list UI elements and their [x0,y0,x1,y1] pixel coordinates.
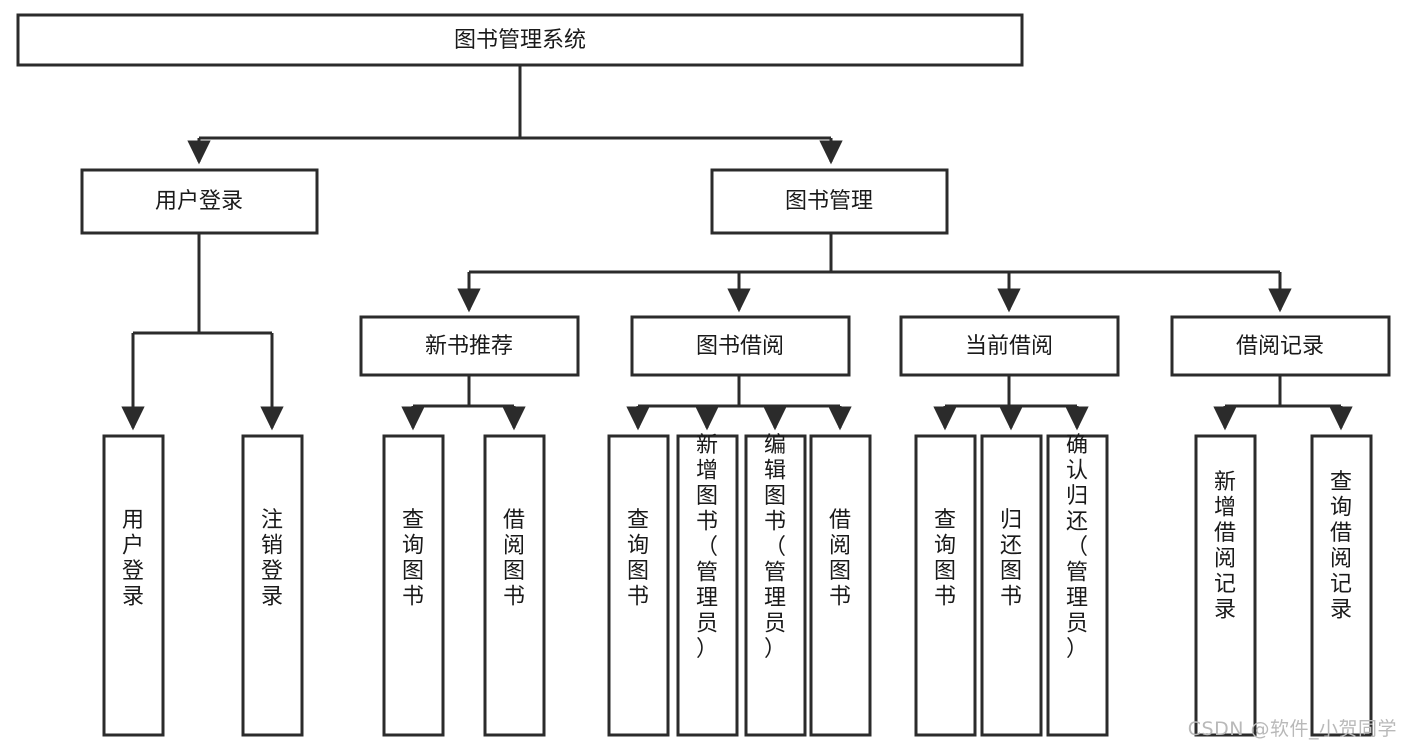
node-leaf-query-book-3-box[interactable] [914,434,977,737]
node-book-manage[interactable]: 图书管理 [710,168,949,235]
node-leaf-borrow-book-1-box[interactable] [483,434,546,737]
node-user-login-box[interactable] [80,168,319,235]
node-book-borrow-label: 图书借阅 [696,334,784,359]
node-leaf-user-login-box[interactable] [102,434,165,737]
node-leaf-user-login-label: 用户登录 [122,508,144,610]
edge-group-current-borrow-to-leaves [933,375,1089,431]
node-book-manage-label: 图书管理 [785,189,873,214]
node-current-borrow-label: 当前借阅 [965,334,1053,359]
node-leaf-query-record-box[interactable] [1310,434,1373,737]
node-leaf-query-book-3-label: 查询图书 [934,508,956,610]
node-leaf-logout-label: 注销登录 [261,508,283,610]
node-leaf-confirm-return-box[interactable] [1046,434,1109,737]
node-leaf-borrow-book-2-box[interactable] [809,434,872,737]
node-user-login-label: 用户登录 [155,189,243,214]
node-leaf-edit-book[interactable]: 编辑图书（管理员） [744,433,807,737]
node-user-login[interactable]: 用户登录 [80,168,319,235]
node-new-book-rec-box[interactable] [359,315,580,377]
node-leaf-query-book-2-label: 查询图书 [627,508,649,610]
node-root-box[interactable] [16,13,1024,67]
edge-group-root-to-level2 [187,65,843,165]
node-leaf-borrow-book-1[interactable]: 借阅图书 [483,434,546,737]
node-leaf-borrow-book-1-label: 借阅图书 [503,508,525,610]
edge-group-user-login-to-leaves [121,233,284,431]
node-leaf-edit-book-label: 编辑图书（管理员） [764,433,786,662]
node-current-borrow-box[interactable] [899,315,1120,377]
node-leaf-query-record[interactable]: 查询借阅记录 [1310,434,1373,737]
node-leaf-query-book-2-box[interactable] [607,434,670,737]
node-leaf-query-record-label: 查询借阅记录 [1330,470,1352,623]
node-leaf-add-book-label: 新增图书（管理员） [696,433,718,662]
node-book-manage-box[interactable] [710,168,949,235]
csdn-watermark: CSDN @软件_小贺同学 [1187,718,1397,740]
node-root-label: 图书管理系统 [454,28,586,53]
node-leaf-return-book-box[interactable] [980,434,1043,737]
node-leaf-query-book-2[interactable]: 查询图书 [607,434,670,737]
edge-group-book-borrow-to-leaves [626,375,852,431]
node-book-borrow[interactable]: 图书借阅 [630,315,851,377]
node-leaf-add-record-label: 新增借阅记录 [1214,470,1236,623]
node-leaf-return-book-label: 归还图书 [1000,508,1022,610]
node-borrow-record-box[interactable] [1170,315,1391,377]
node-leaf-borrow-book-2[interactable]: 借阅图书 [809,434,872,737]
node-root[interactable]: 图书管理系统 [16,13,1024,67]
node-leaf-add-book[interactable]: 新增图书（管理员） [676,433,739,737]
node-borrow-record-label: 借阅记录 [1236,334,1324,359]
node-leaf-add-record-box[interactable] [1194,434,1257,737]
node-book-borrow-box[interactable] [630,315,851,377]
node-current-borrow[interactable]: 当前借阅 [899,315,1120,377]
node-leaf-query-book-1-label: 查询图书 [402,508,424,610]
node-leaf-user-login[interactable]: 用户登录 [102,434,165,737]
node-leaf-borrow-book-2-label: 借阅图书 [829,508,851,610]
node-leaf-add-book-box[interactable] [676,434,739,737]
node-leaf-add-record[interactable]: 新增借阅记录 [1194,434,1257,737]
edge-group-borrow-record-to-leaves [1213,375,1353,431]
node-borrow-record[interactable]: 借阅记录 [1170,315,1391,377]
node-leaf-logout-box[interactable] [241,434,304,737]
node-leaf-confirm-return[interactable]: 确认归还（管理员） [1046,433,1109,737]
node-leaf-confirm-return-label: 确认归还（管理员） [1066,433,1088,662]
node-leaf-query-book-1[interactable]: 查询图书 [382,434,445,737]
node-leaf-query-book-3[interactable]: 查询图书 [914,434,977,737]
node-new-book-rec[interactable]: 新书推荐 [359,315,580,377]
edge-group-new-book-rec-to-leaves [401,375,526,431]
node-new-book-rec-label: 新书推荐 [425,334,513,359]
node-leaf-return-book[interactable]: 归还图书 [980,434,1043,737]
edge-group-book-manage-to-level3 [457,233,1292,313]
node-leaf-edit-book-box[interactable] [744,434,807,737]
node-leaf-logout[interactable]: 注销登录 [241,434,304,737]
node-leaf-query-book-1-box[interactable] [382,434,445,737]
